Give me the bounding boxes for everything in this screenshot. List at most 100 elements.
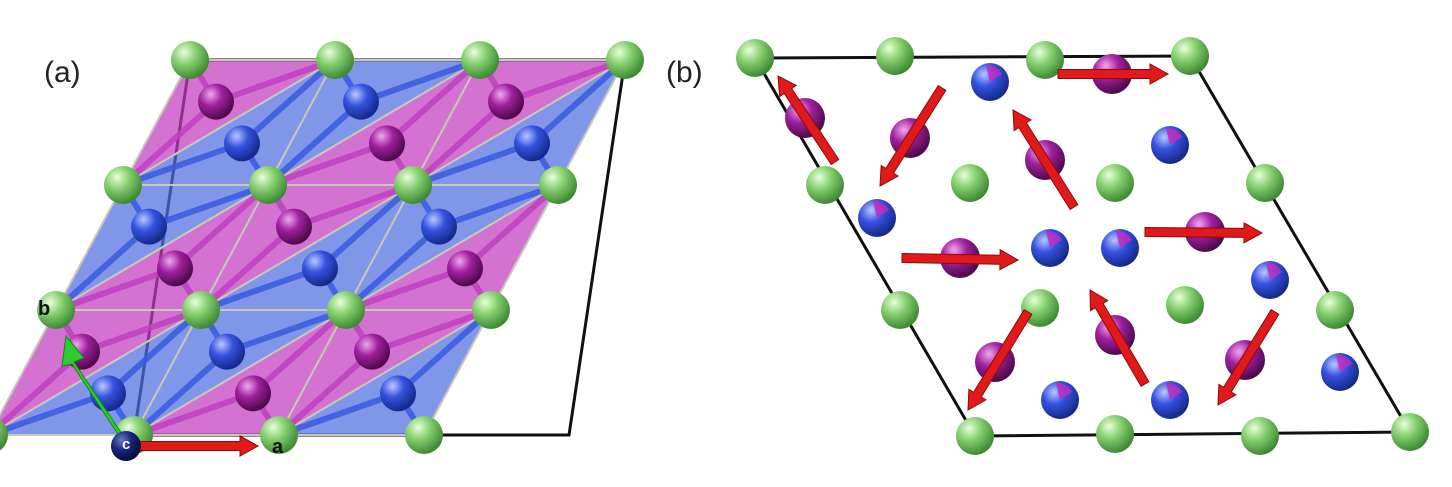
spin-arrow <box>879 84 947 187</box>
bond <box>120 140 245 188</box>
green-atom <box>1391 413 1429 451</box>
green-atom <box>1241 417 1279 455</box>
bond <box>276 390 401 438</box>
green-atom <box>394 166 432 204</box>
bond <box>0 390 111 435</box>
green-atom <box>881 291 919 329</box>
bond <box>276 348 375 438</box>
green-atom <box>876 37 914 75</box>
panel-label-b: (b) <box>666 56 703 89</box>
spin-arrow <box>1012 109 1079 211</box>
spin-arrow <box>1057 63 1170 85</box>
panel-b-spin-arrangement <box>736 37 1429 455</box>
green-atom <box>0 419 8 451</box>
magenta-cap <box>1116 230 1132 248</box>
green-atom <box>1096 415 1134 453</box>
magenta-atom <box>447 250 483 287</box>
bond <box>317 182 416 272</box>
green-atom <box>1166 286 1204 324</box>
axis-label-b: b <box>38 298 51 320</box>
bond <box>146 182 271 230</box>
blue-atom <box>514 125 550 162</box>
magenta-cap <box>1046 230 1062 248</box>
bond <box>79 307 204 355</box>
spin-arrow <box>967 308 1033 411</box>
polyhedron-face <box>275 307 494 436</box>
bond <box>172 182 271 272</box>
bond <box>529 57 628 147</box>
blue-atom <box>380 375 416 412</box>
bond <box>343 223 442 313</box>
bond <box>239 57 338 147</box>
bond <box>131 348 230 438</box>
bond <box>250 307 349 397</box>
axis-label-a: a <box>272 436 284 458</box>
blue-atom <box>421 208 457 245</box>
bond <box>436 182 561 230</box>
bond <box>410 140 535 188</box>
magenta-cap <box>1266 262 1282 280</box>
spin-arrow <box>901 248 1020 271</box>
magenta-cap <box>873 200 889 218</box>
green-atom <box>1171 37 1209 75</box>
bond <box>265 140 390 188</box>
bond <box>384 57 483 147</box>
bond <box>410 98 509 188</box>
spin-arrow <box>1089 289 1150 387</box>
green-atom <box>951 164 989 202</box>
magenta-atom <box>354 333 390 370</box>
magenta-atom <box>369 125 405 162</box>
green-atom <box>327 291 365 329</box>
green-atom <box>1026 41 1064 79</box>
blue-atom <box>224 125 260 162</box>
bond <box>224 307 349 355</box>
green-atom <box>104 166 142 204</box>
magenta-atom <box>157 250 193 287</box>
green-atom <box>260 416 298 454</box>
green-atom <box>182 291 220 329</box>
magenta-atom <box>198 83 234 120</box>
blue-atom <box>209 333 245 370</box>
blue-atom <box>131 208 167 245</box>
bond <box>120 98 219 188</box>
bond <box>53 223 152 313</box>
bond <box>369 307 494 355</box>
green-atom <box>606 41 644 79</box>
spin-arrow <box>1217 308 1280 406</box>
bond <box>198 223 297 313</box>
blue-atom <box>343 83 379 120</box>
green-atom <box>405 416 443 454</box>
magenta-atom <box>276 208 312 245</box>
unit-cell-b <box>752 54 1413 438</box>
bond <box>131 390 256 438</box>
bond <box>265 98 364 188</box>
green-atom <box>316 41 354 79</box>
bond <box>503 57 628 105</box>
green-atom <box>1246 164 1284 202</box>
green-atom <box>1021 289 1059 327</box>
crystal-axes-indicator <box>61 334 260 461</box>
panel-a-polyhedral-view <box>0 41 644 454</box>
bond <box>291 182 416 230</box>
bond <box>395 307 494 397</box>
bond <box>213 57 338 105</box>
magenta-cap <box>986 64 1002 82</box>
bond <box>198 265 323 313</box>
bond <box>358 57 483 105</box>
bond <box>343 265 468 313</box>
panel-label-a: (a) <box>44 56 81 89</box>
bond <box>53 265 178 313</box>
green-atom <box>736 39 774 77</box>
green-atom <box>956 417 994 455</box>
magenta-cap <box>1336 354 1352 372</box>
axis-label-c: c <box>122 436 131 453</box>
bond <box>462 182 561 272</box>
green-atom <box>1316 291 1354 329</box>
spin-arrow <box>1144 221 1264 244</box>
magenta-cap <box>1166 382 1182 400</box>
green-atom <box>806 166 844 204</box>
c-axis-origin <box>111 431 141 461</box>
blue-atom <box>302 250 338 287</box>
green-atom <box>472 291 510 329</box>
